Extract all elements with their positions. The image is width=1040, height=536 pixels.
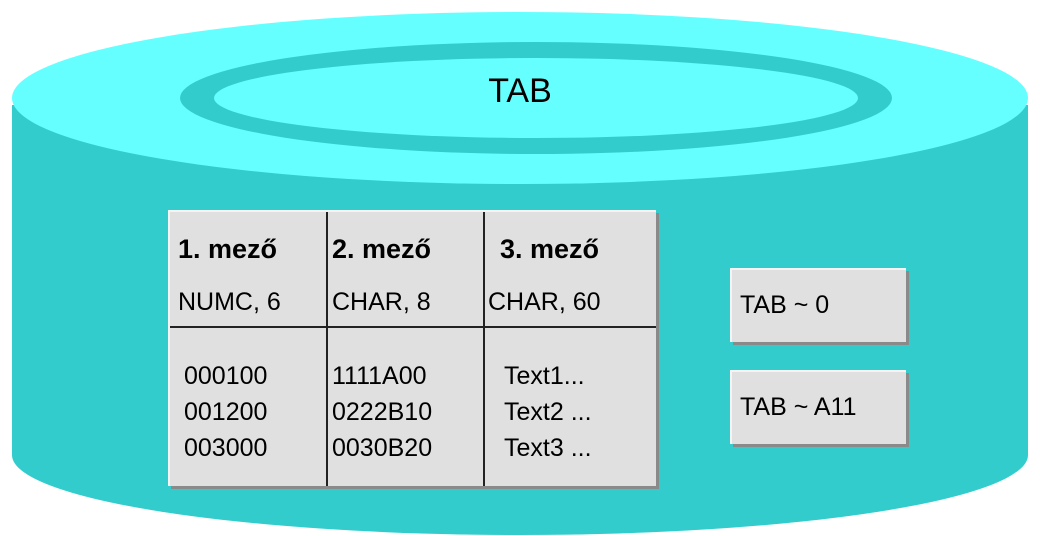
table-name-label: TAB (488, 72, 552, 110)
column-values-1: 000100 001200 003000 (184, 358, 267, 466)
table-cell: 0222B10 (332, 398, 433, 426)
cylinder-top-inner (214, 58, 858, 138)
column-values-3: Text1... Text2 ... Text3 ... (504, 358, 592, 466)
column-type-2: CHAR, 8 (332, 288, 431, 316)
header-divider (170, 326, 656, 328)
data-table: 1. mező 2. mező 3. mező NUMC, 6 CHAR, 8 … (168, 210, 656, 486)
index-box-primary: TAB ~ 0 (730, 268, 906, 342)
column-header-1: 1. mező (178, 234, 278, 264)
table-cell: Text2 ... (504, 398, 592, 426)
column-type-3: CHAR, 60 (488, 288, 601, 316)
column-divider (483, 212, 485, 486)
column-divider (326, 212, 328, 486)
table-cell: Text1... (504, 362, 585, 390)
column-values-2: 1111A00 0222B10 0030B20 (332, 358, 432, 466)
table-cell: 0030B20 (332, 434, 433, 462)
table-cell: 000100 (184, 362, 268, 390)
table-cell: 1111A00 (332, 362, 427, 390)
table-cell: 001200 (184, 398, 268, 426)
column-header-3: 3. mező (500, 234, 600, 264)
column-header-2: 2. mező (332, 234, 432, 264)
index-box-secondary: TAB ~ A11 (730, 370, 906, 444)
column-type-1: NUMC, 6 (178, 288, 281, 316)
table-cell: Text3 ... (504, 434, 592, 462)
table-cell: 003000 (184, 434, 268, 462)
